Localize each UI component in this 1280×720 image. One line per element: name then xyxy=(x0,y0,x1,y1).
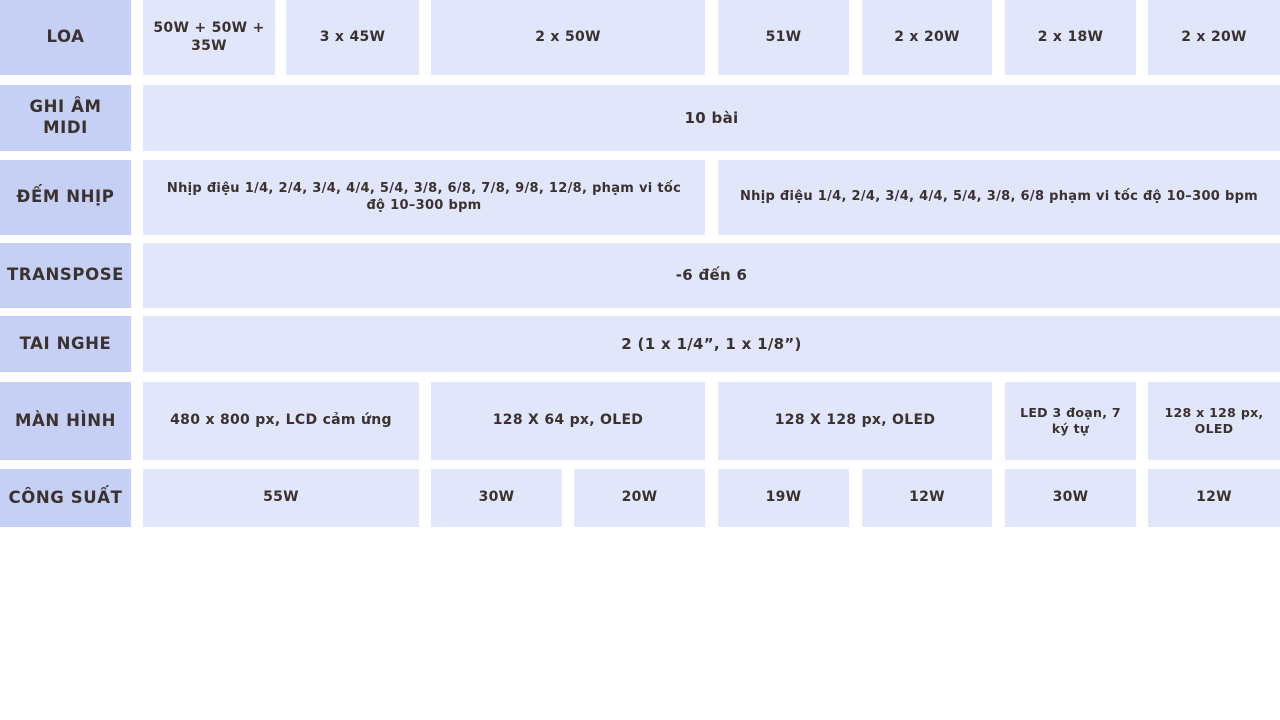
table-cell: 2 (1 x 1/4”, 1 x 1/8”) xyxy=(143,316,1280,372)
table-cell: 2 x 20W xyxy=(1148,0,1280,75)
table-cell: 128 x 128 px, OLED xyxy=(1148,382,1280,460)
table-cell: 55W xyxy=(143,469,419,527)
table-cell: 10 bài xyxy=(143,85,1280,151)
table-cell: 19W xyxy=(718,469,849,527)
table-cell: -6 đến 6 xyxy=(143,243,1280,308)
table-cell: Nhịp điệu 1/4, 2/4, 3/4, 4/4, 5/4, 3/8, … xyxy=(718,160,1280,235)
table-cell: 3 x 45W xyxy=(286,0,419,75)
table-cell: LED 3 đoạn, 7 ký tự xyxy=(1005,382,1136,460)
table-cell: 128 X 128 px, OLED xyxy=(718,382,992,460)
table-cell: 128 X 64 px, OLED xyxy=(431,382,705,460)
table-cell: 2 x 20W xyxy=(862,0,992,75)
row-label-dem-nhip: ĐẾM NHỊP xyxy=(0,160,131,235)
table-cell: 2 x 18W xyxy=(1005,0,1136,75)
table-cell: 20W xyxy=(574,469,705,527)
row-label-tai-nghe: TAI NGHE xyxy=(0,316,131,372)
table-cell: Nhịp điệu 1/4, 2/4, 3/4, 4/4, 5/4, 3/8, … xyxy=(143,160,705,235)
table-cell: 12W xyxy=(862,469,992,527)
table-cell: 12W xyxy=(1148,469,1280,527)
row-label-ghi-am-midi: GHI ÂM MIDI xyxy=(0,85,131,151)
row-label-cong-suat: CÔNG SUẤT xyxy=(0,469,131,527)
table-cell: 30W xyxy=(431,469,562,527)
table-cell: 2 x 50W xyxy=(431,0,705,75)
table-cell: 30W xyxy=(1005,469,1136,527)
row-label-loa: LOA xyxy=(0,0,131,75)
row-label-transpose: TRANSPOSE xyxy=(0,243,131,308)
table-cell: 50W + 50W + 35W xyxy=(143,0,275,75)
table-cell: 480 x 800 px, LCD cảm ứng xyxy=(143,382,419,460)
table-cell: 51W xyxy=(718,0,849,75)
row-label-man-hinh: MÀN HÌNH xyxy=(0,382,131,460)
